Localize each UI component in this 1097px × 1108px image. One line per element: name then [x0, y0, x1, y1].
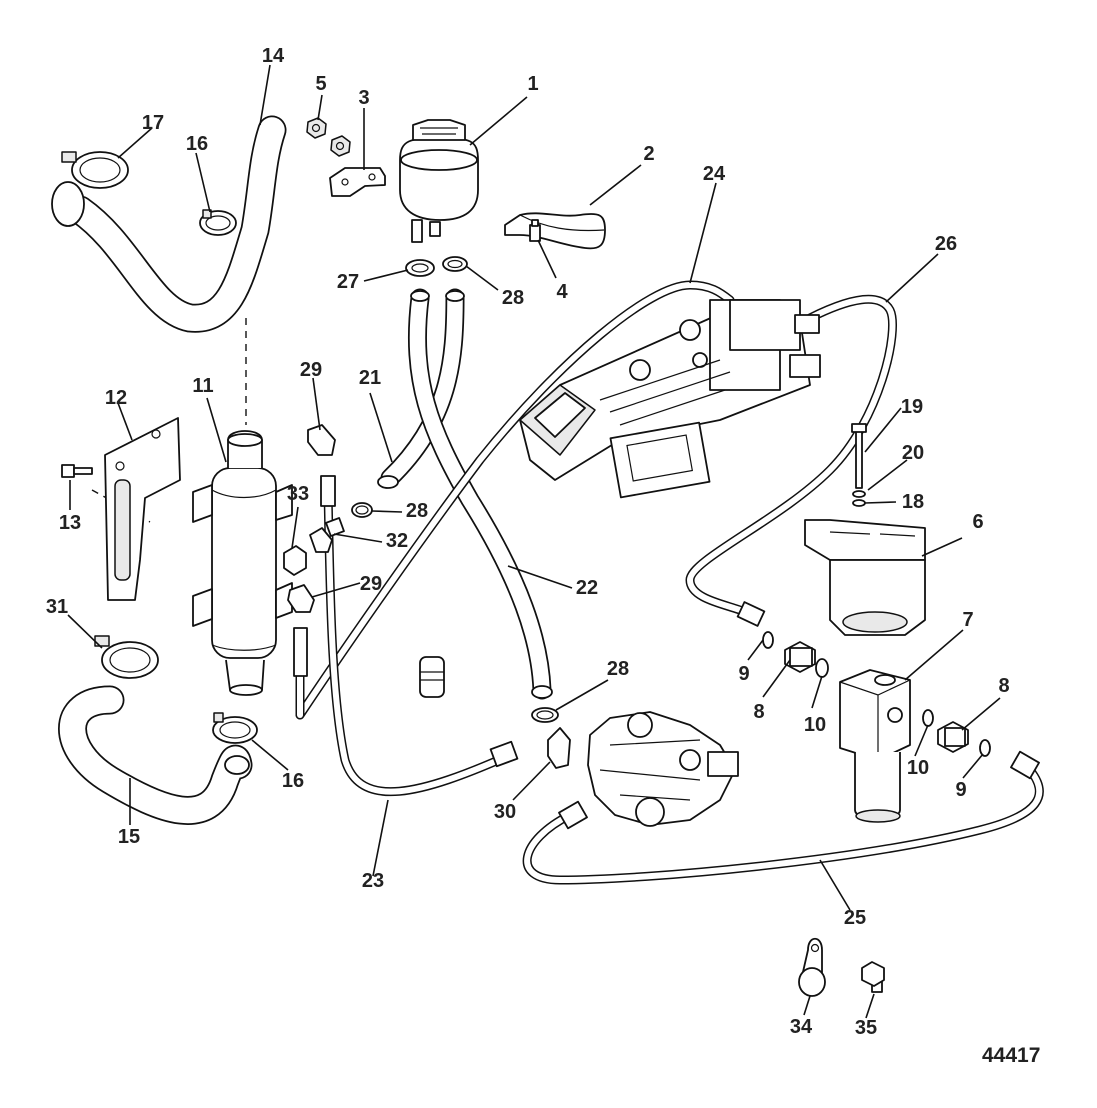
callout-28a: 28: [502, 287, 524, 309]
callout-14: 14: [262, 45, 285, 67]
callout-29a: 29: [300, 359, 322, 381]
callout-13: 13: [59, 512, 81, 534]
callout-9b: 9: [955, 779, 966, 801]
clamp-27: [405, 259, 435, 277]
reservoir-1: [399, 119, 479, 243]
bracket-2: [504, 212, 606, 250]
bolt-19: [851, 423, 867, 489]
fitting-33: [283, 545, 307, 576]
bracket-3: [329, 167, 386, 197]
line-24: [293, 280, 735, 720]
leader-lines: [67, 64, 1001, 1019]
washer-20: [852, 490, 866, 498]
callout-12: 12: [105, 387, 127, 409]
elbow-29-top: [307, 424, 336, 456]
clamp-31: [94, 635, 159, 679]
control-valve-assembly: [519, 299, 821, 499]
tee-32: [309, 517, 345, 553]
figure-id: 44417: [982, 1044, 1040, 1067]
cooler-11: [192, 430, 293, 696]
callout-22: 22: [576, 577, 598, 599]
elbow-29-bottom: [287, 584, 315, 613]
callout-28c: 28: [607, 658, 629, 680]
elbow-30: [547, 727, 571, 769]
fitting-8-right: [937, 721, 969, 753]
line-26: [685, 294, 897, 627]
callout-31: 31: [46, 596, 68, 618]
clamp-28-mid: [351, 502, 373, 518]
callout-27: 27: [337, 271, 359, 293]
callout-8a: 8: [753, 701, 764, 723]
clamp-16-bottom: [212, 712, 258, 744]
callout-34: 34: [790, 1016, 813, 1038]
fitting-loose: [419, 656, 445, 698]
callout-30: 30: [494, 801, 516, 823]
callout-28b: 28: [406, 500, 428, 522]
callout-17: 17: [142, 112, 164, 134]
callout-labels: 1 2 3 4 5 6 7 8 9 10 8 10 9 11 12 13 14 …: [46, 45, 1010, 1039]
bracket-12: [104, 417, 181, 601]
callout-6: 6: [972, 511, 983, 533]
callout-2: 2: [643, 143, 654, 165]
callout-18: 18: [902, 491, 924, 513]
line-25: [522, 750, 1044, 885]
pump-assembly: [587, 711, 739, 827]
callout-24: 24: [703, 163, 726, 185]
callout-35: 35: [855, 1017, 877, 1039]
line-23: [320, 475, 519, 797]
screw-35: [861, 961, 885, 993]
clip-34: [798, 937, 826, 997]
callout-10b: 10: [907, 757, 929, 779]
bracket-6: [804, 519, 926, 636]
callout-29b: 29: [360, 573, 382, 595]
callout-19: 19: [901, 396, 923, 418]
callout-16a: 16: [186, 133, 208, 155]
callout-5: 5: [315, 73, 326, 95]
callout-26: 26: [935, 233, 957, 255]
callout-15: 15: [118, 826, 140, 848]
filter-7: [839, 669, 911, 823]
clamp-28-lower: [531, 707, 559, 723]
clamp-16-top: [199, 209, 237, 236]
callout-25: 25: [844, 907, 866, 929]
callout-11: 11: [192, 375, 213, 397]
callout-23: 23: [362, 870, 384, 892]
callout-4: 4: [556, 281, 568, 303]
callout-20: 20: [902, 442, 924, 464]
callout-9a: 9: [738, 663, 749, 685]
large-hose-14: [51, 115, 287, 333]
bolt-13: [61, 464, 93, 478]
callout-1: 1: [527, 73, 538, 95]
nut-5: [306, 117, 351, 157]
callout-33: 33: [287, 483, 309, 505]
large-hose-15: [58, 685, 253, 825]
o-ring-9: [762, 631, 991, 757]
washer-18: [852, 499, 866, 507]
hose-22: [408, 288, 553, 700]
callout-8b: 8: [998, 675, 1009, 697]
callout-10a: 10: [804, 714, 826, 736]
clamp-28-top: [442, 256, 468, 272]
bolt-4: [529, 219, 541, 242]
clamp-17: [61, 151, 129, 189]
callout-7: 7: [962, 609, 973, 631]
callout-16b: 16: [282, 770, 304, 792]
hose-21: [377, 288, 465, 489]
callout-32: 32: [386, 530, 408, 552]
callout-3: 3: [358, 87, 369, 109]
callout-21: 21: [359, 367, 381, 389]
fitting-8-left: [784, 641, 816, 673]
